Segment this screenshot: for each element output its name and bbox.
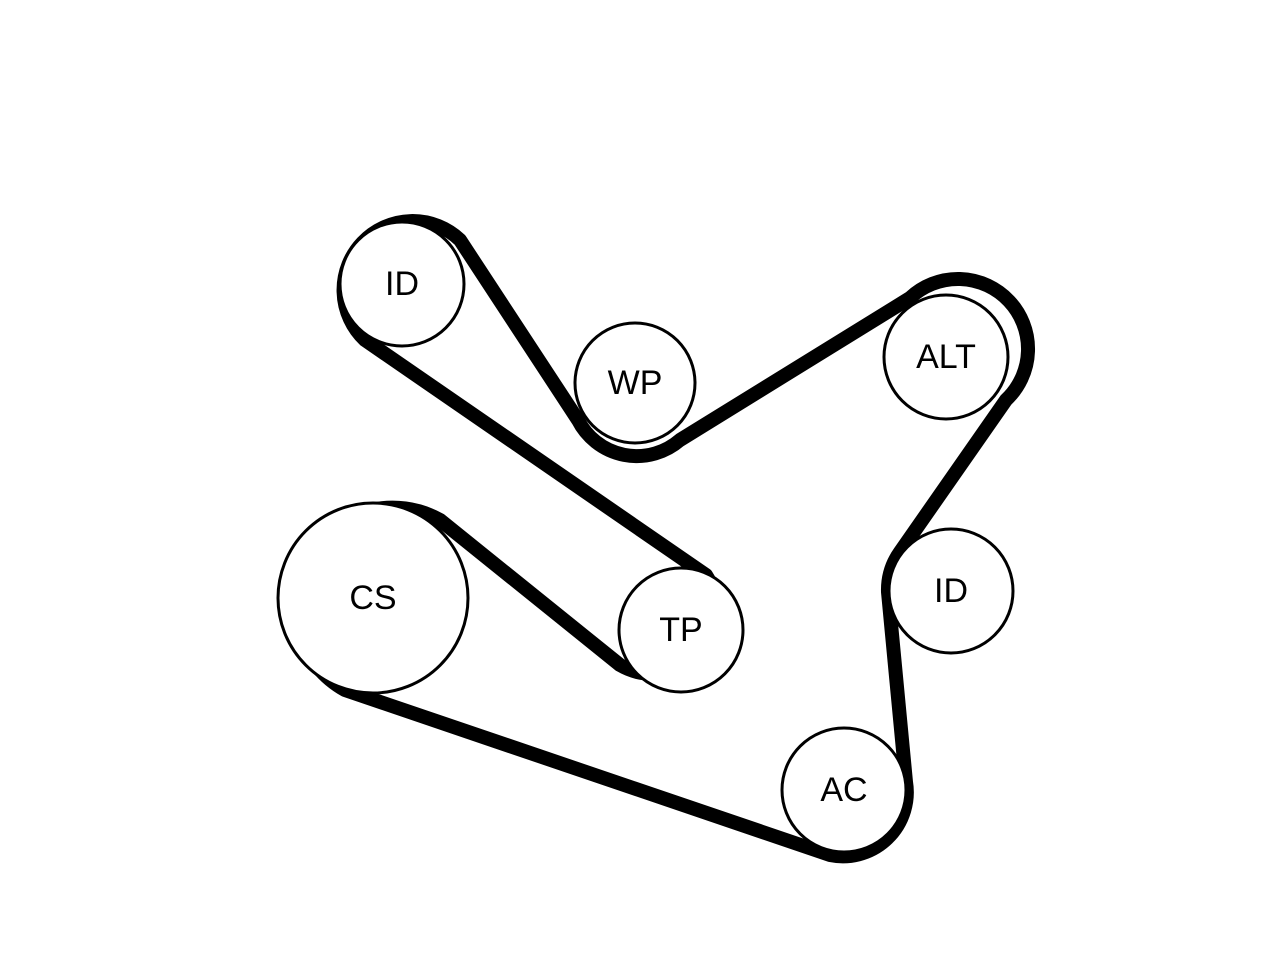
pulley-cs: CS — [276, 501, 470, 695]
pulley-alt: ALT — [882, 293, 1010, 421]
pulley-label: CS — [349, 579, 396, 617]
pulley-label: ID — [934, 572, 968, 610]
pulley-label: ALT — [916, 338, 976, 376]
pulley-wp: WP — [573, 321, 697, 445]
pulley-label: WP — [608, 364, 663, 402]
pulley-label: TP — [659, 611, 702, 649]
pulley-label: AC — [820, 771, 867, 809]
pulley-id-top: ID — [338, 220, 466, 348]
pulley-label: ID — [385, 265, 419, 303]
pulley-ac: AC — [780, 726, 908, 854]
pulley-id-right: ID — [887, 527, 1015, 655]
pulley-tp: TP — [617, 566, 745, 694]
